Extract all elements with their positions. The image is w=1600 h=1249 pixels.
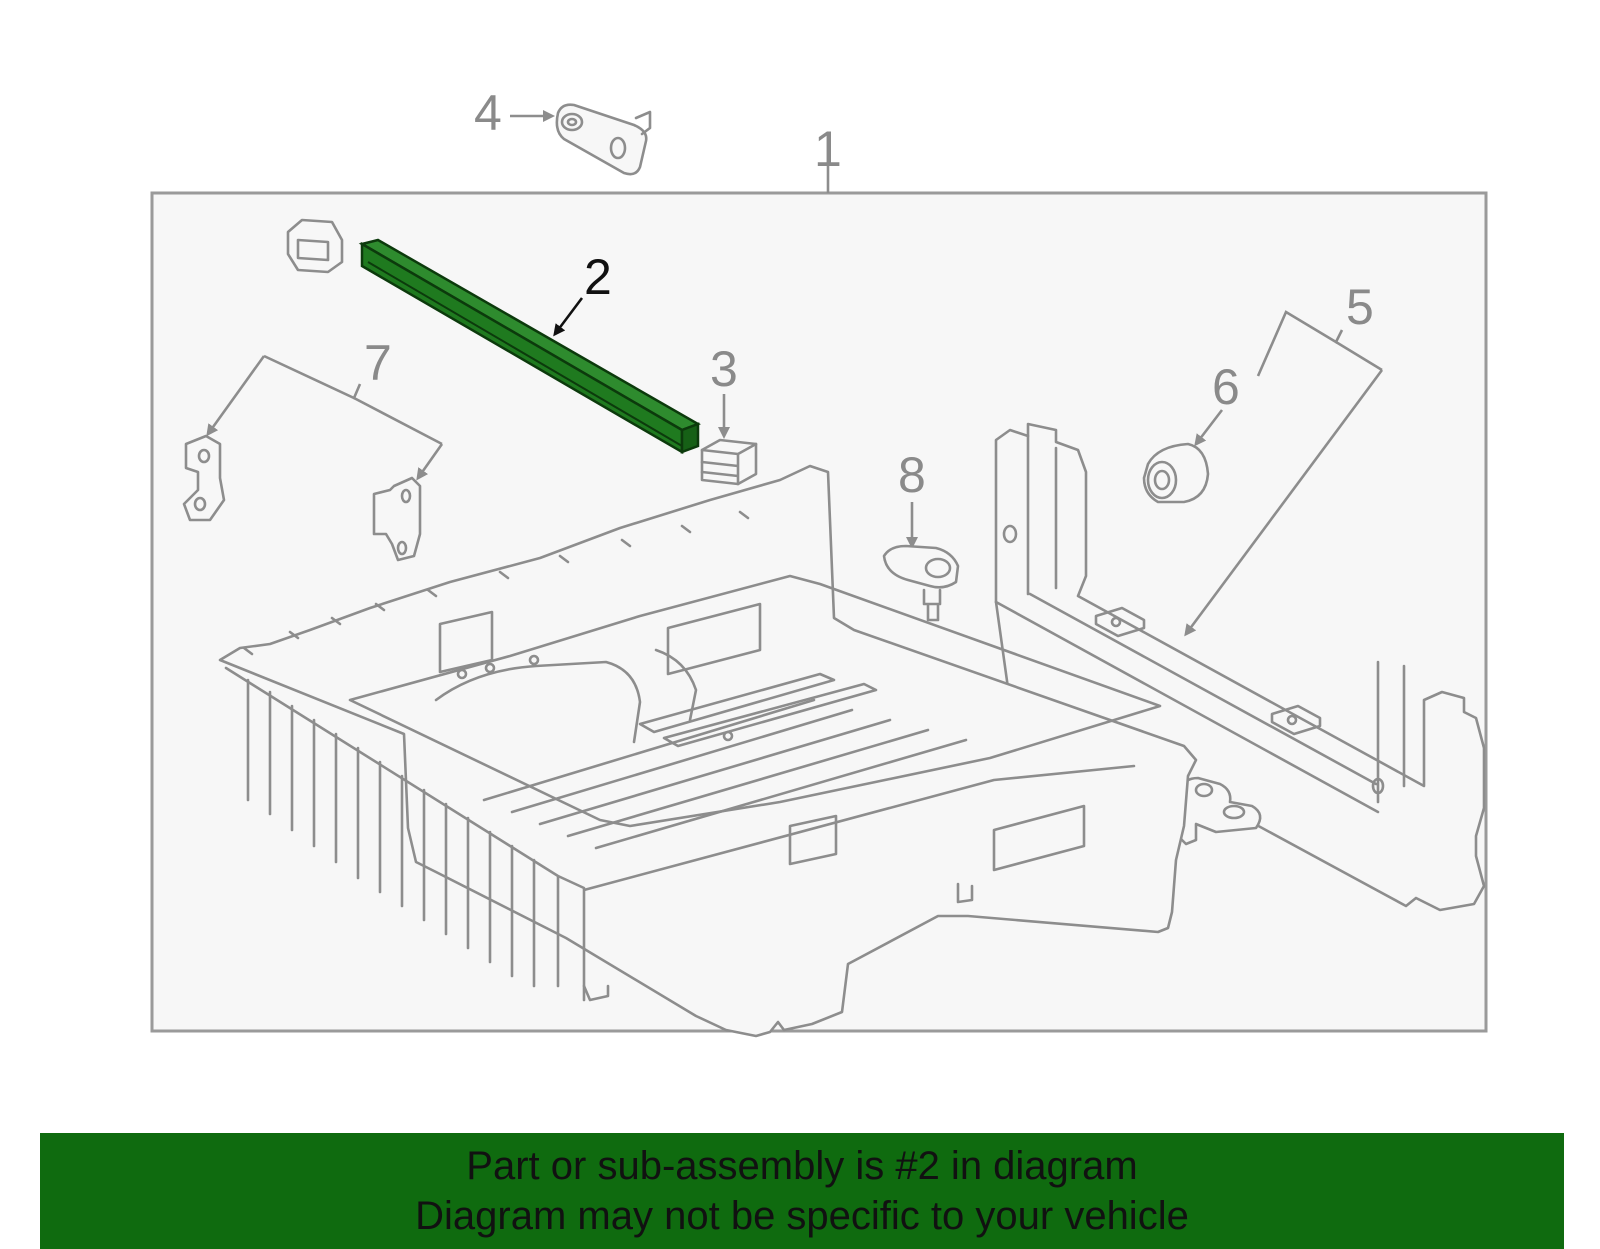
banner-line-2: Diagram may not be specific to your vehi… — [415, 1194, 1189, 1238]
rear-crossmember-part — [994, 422, 1486, 912]
highlighted-rail-part — [358, 238, 701, 455]
bumper-part — [1142, 442, 1210, 504]
callout-7-label: 7 — [364, 335, 392, 391]
bracket-right-part — [372, 476, 422, 562]
truck-bed-part — [218, 464, 1198, 1038]
callout-5-label: 5 — [1346, 279, 1374, 335]
bracket-left-part — [182, 434, 226, 522]
callout-6-label: 6 — [1212, 359, 1240, 415]
tie-down-hook-part — [882, 544, 960, 622]
hinge-bracket-part — [555, 103, 652, 176]
spacer-block-part — [700, 438, 758, 486]
banner-line-1: Part or sub-assembly is #2 in diagram — [466, 1144, 1138, 1188]
callout-2-label: 2 — [584, 249, 612, 305]
callout-6-leader — [1194, 409, 1224, 447]
callout-2-leader — [553, 297, 584, 337]
callout-8-label: 8 — [898, 447, 926, 503]
callout-3-label: 3 — [710, 341, 738, 397]
callout-5-leader — [1256, 310, 1344, 377]
callout-1-label: 1 — [814, 121, 842, 177]
info-banner: Part or sub-assembly is #2 in diagram Di… — [40, 1133, 1564, 1249]
rail-end-cap-part — [286, 218, 344, 274]
callout-4-label: 4 — [474, 85, 502, 141]
